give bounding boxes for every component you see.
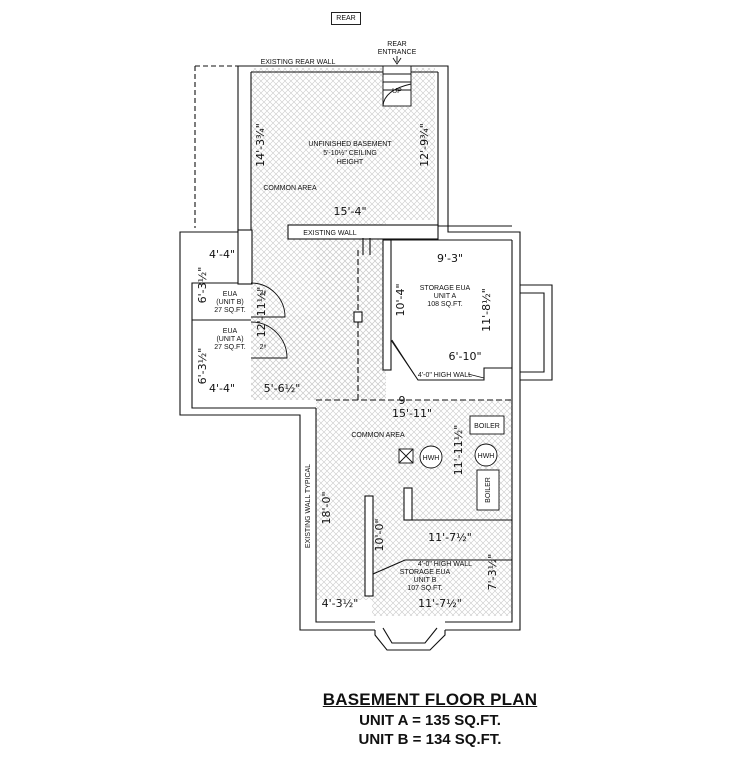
leaders [391, 339, 485, 379]
dim-9: 9 [399, 394, 406, 407]
plan-title: BASEMENT FLOOR PLAN [322, 690, 538, 709]
eua-b-line2: (UNIT B) [216, 299, 243, 306]
door-swing-label-2: 2⁸ [260, 344, 267, 351]
dim-5-6: 5'-6½" [264, 382, 301, 395]
rear-tag: REAR [331, 12, 361, 25]
dim-10-4: 10'-4" [394, 283, 407, 316]
dim-7-3: 7'-3½" [486, 554, 499, 591]
storage-a-line3: 108 SQ.FT. [427, 301, 462, 308]
dim-11-11: 11'-11½" [452, 425, 465, 476]
common-area-label-1: COMMON AREA [263, 185, 317, 192]
doors [250, 282, 288, 359]
storage-b-line2: UNIT B [414, 577, 437, 584]
existing-wall-typical-label: EXISTING WALL TYPICAL [305, 464, 312, 548]
dim-15-4: 15'-4" [333, 205, 366, 218]
plan-footer: BASEMENT FLOOR PLAN UNIT A = 135 SQ.FT. … [300, 690, 560, 748]
dim-4-4b: 4'-4" [209, 382, 235, 395]
stairs [382, 56, 412, 107]
dim-4-3: 4'-3½" [322, 597, 359, 610]
unfinished-basement-line3: HEIGHT [337, 159, 364, 166]
storage-b-line3: 107 SQ.FT. [407, 585, 442, 592]
common-area-label-2: COMMON AREA [351, 432, 405, 439]
dim-6-10: 6'-10" [448, 350, 481, 363]
dim-15-11: 15'-11" [392, 407, 432, 420]
dim-11-7b: 11'-7½" [418, 597, 462, 610]
storage-b-line1: STORAGE EUA [400, 569, 451, 576]
dim-10-0: 10'-0" [373, 518, 386, 551]
storage-a-line2: UNIT A [434, 293, 457, 300]
dimensions: 14'-3¾" 12'-9¾" 15'-4" 4'-4" 6'-3½" 12'-… [196, 123, 499, 610]
dim-11-7a: 11'-7½" [428, 531, 472, 544]
eua-a-line1: EUA [223, 328, 238, 335]
dim-11-8: 11'-8½" [480, 288, 493, 332]
unit-a-area: UNIT A = 135 SQ.FT. [359, 712, 501, 729]
dim-6-3b: 6'-3½" [196, 348, 209, 385]
boiler-label-2: BOILER [485, 477, 492, 503]
labels: REAR ENTRANCE UP EXISTING REAR WALL EXIS… [214, 41, 500, 592]
unfinished-basement-line2: 5'-10½" CEILING [323, 149, 377, 157]
rear-entrance-line2: ENTRANCE [378, 49, 417, 56]
door-swing-label-1: 2⁸ [260, 290, 267, 297]
dim-9-3: 9'-3" [437, 252, 463, 265]
unfinished-basement-line1: UNFINISHED BASEMENT [308, 141, 392, 148]
rear-entrance-line1: REAR [387, 41, 406, 48]
unit-b-area: UNIT B = 134 SQ.FT. [358, 731, 502, 748]
hwh-label-1: HWH [423, 455, 440, 462]
high-wall-label-1: 4'-0" HIGH WALL [418, 372, 472, 379]
eua-b-line3: 27 SQ.FT. [214, 307, 246, 314]
dim-14-3: 14'-3¾" [254, 123, 267, 167]
existing-wall-label: EXISTING WALL [303, 230, 357, 237]
dim-12-9: 12'-9¾" [418, 123, 431, 167]
eua-a-line3: 27 SQ.FT. [214, 344, 246, 351]
high-wall-label-2: 4'-0" HIGH WALL [418, 561, 472, 568]
interior-walls [237, 224, 512, 597]
dim-4-4a: 4'-4" [209, 248, 235, 261]
dim-6-3a: 6'-3½" [196, 267, 209, 304]
eua-b-line1: EUA [223, 291, 238, 298]
dim-18-0: 18'-0" [320, 491, 333, 524]
stair-up-label: UP [392, 88, 402, 95]
dim-12-11: 12'-11½" [255, 287, 268, 338]
storage-a-line1: STORAGE EUA [420, 285, 471, 292]
hwh-label-2: HWH [478, 453, 495, 460]
boiler-label-1: BOILER [474, 423, 500, 430]
equipment [398, 415, 505, 511]
eua-a-line2: (UNIT A) [216, 336, 243, 343]
existing-rear-wall-label: EXISTING REAR WALL [261, 59, 336, 66]
